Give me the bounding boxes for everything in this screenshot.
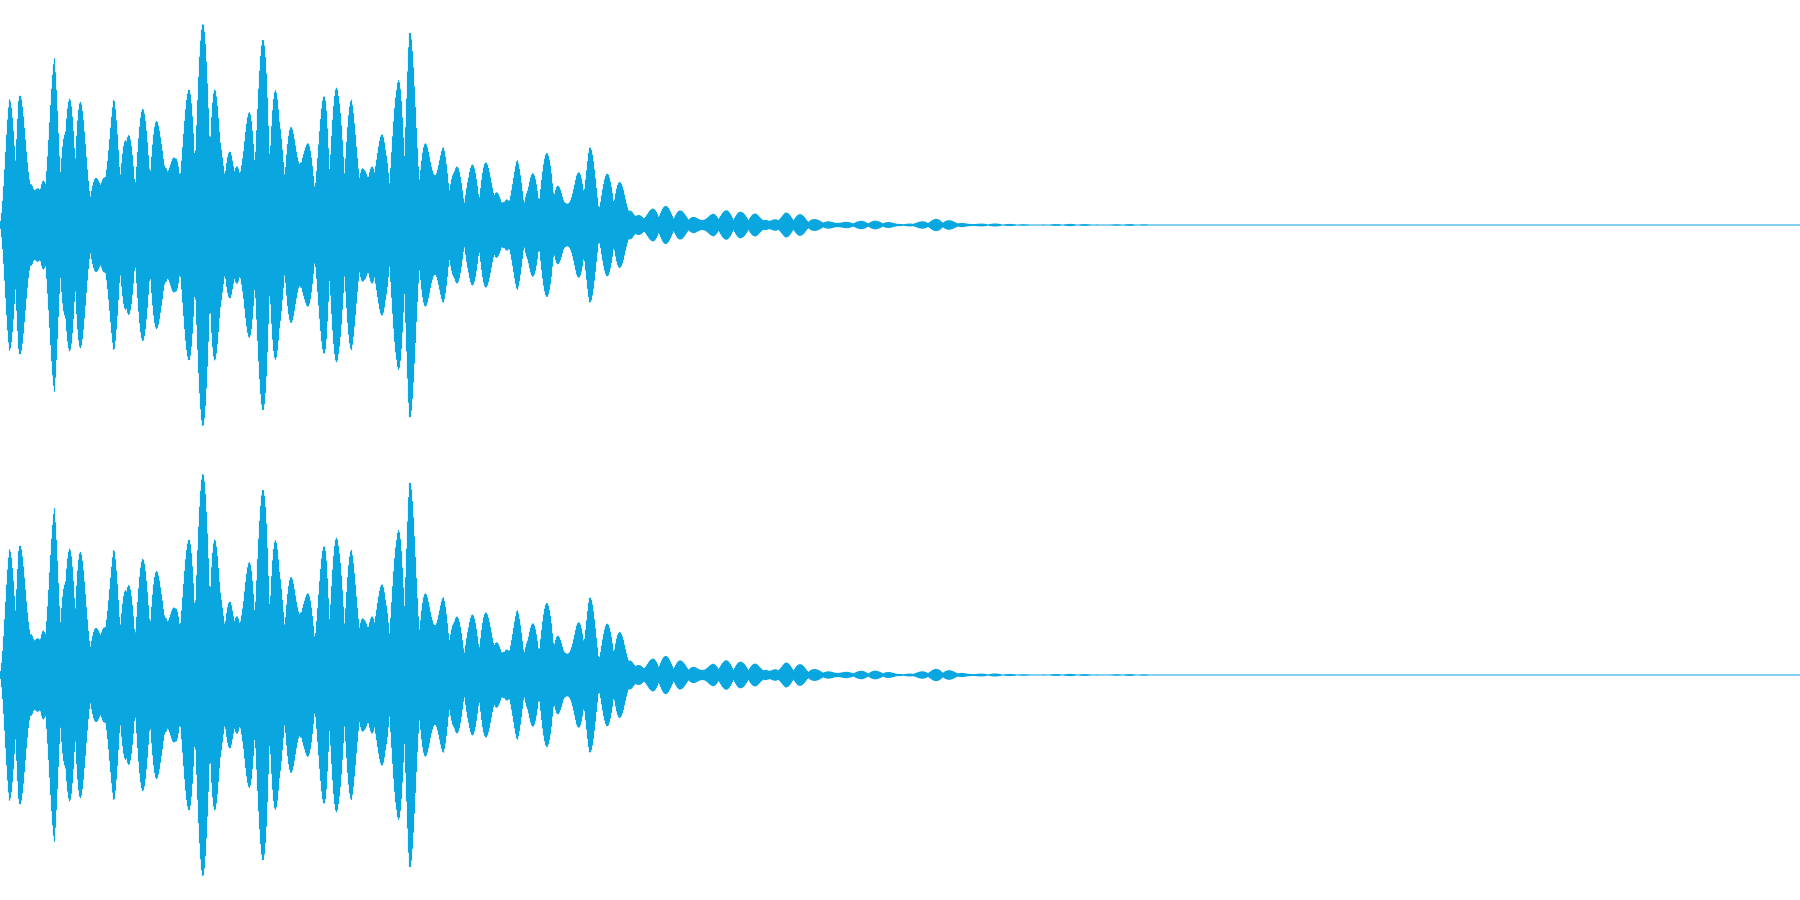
channel-1-waveform [0,24,1800,426]
channel-2-waveform [0,474,1800,876]
